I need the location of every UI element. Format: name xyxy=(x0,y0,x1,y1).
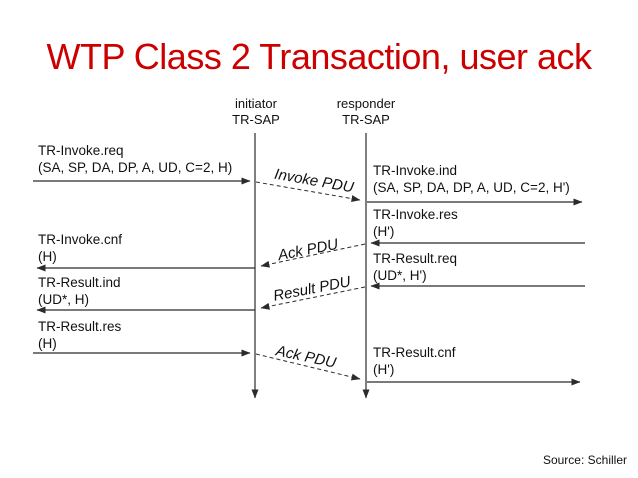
primitive-name: TR-Invoke.ind xyxy=(373,163,458,178)
primitive-name: TR-Invoke.req xyxy=(38,143,124,158)
result-pdu-arrow xyxy=(260,286,366,310)
tr-invoke-res-block: TR-Invoke.res (H') xyxy=(373,206,458,240)
tr-result-res-block: TR-Result.res (H) xyxy=(38,318,121,352)
primitive-params: (SA, SP, DA, DP, A, UD, C=2, H') xyxy=(373,180,570,195)
primitive-name: TR-Invoke.cnf xyxy=(38,232,123,247)
primitive-name: TR-Result.ind xyxy=(38,275,121,290)
tr-result-ind-block: TR-Result.ind (UD*, H) xyxy=(38,274,121,308)
primitive-name: TR-Result.req xyxy=(373,251,458,266)
initiator-sap-label: TR-SAP xyxy=(232,112,280,127)
primitive-params: (H') xyxy=(373,224,395,239)
source-credit: Source: Schiller xyxy=(542,453,627,467)
tr-invoke-req-block: TR-Invoke.req (SA, SP, DA, DP, A, UD, C=… xyxy=(38,142,232,176)
primitive-name: TR-Result.cnf xyxy=(373,345,456,360)
ack-pdu-arrow-2 xyxy=(255,353,361,381)
initiator-role-label: initiator xyxy=(235,96,277,111)
ack-pdu-arrow-1 xyxy=(260,243,366,268)
primitive-params: (H) xyxy=(38,336,57,351)
responder-sap-label: TR-SAP xyxy=(342,112,390,127)
tr-invoke-cnf-block: TR-Invoke.cnf (H) xyxy=(38,231,122,265)
primitive-params: (H) xyxy=(38,249,57,264)
primitive-params: (H') xyxy=(373,362,395,377)
responder-header: responder TR-SAP xyxy=(306,96,426,128)
primitive-params: (UD*, H') xyxy=(373,268,427,283)
primitive-params: (SA, SP, DA, DP, A, UD, C=2, H) xyxy=(38,160,233,175)
primitive-params: (UD*, H) xyxy=(38,292,89,307)
tr-result-req-block: TR-Result.req (UD*, H') xyxy=(373,250,457,284)
primitive-name: TR-Invoke.res xyxy=(373,207,458,222)
responder-role-label: responder xyxy=(336,96,396,111)
tr-invoke-ind-block: TR-Invoke.ind (SA, SP, DA, DP, A, UD, C=… xyxy=(373,162,570,196)
primitive-name: TR-Result.res xyxy=(38,319,122,334)
initiator-header: initiator TR-SAP xyxy=(196,96,316,128)
slide-title: WTP Class 2 Transaction, user ack xyxy=(46,36,592,77)
invoke-pdu-arrow xyxy=(255,181,361,202)
tr-result-cnf-block: TR-Result.cnf (H') xyxy=(373,344,456,378)
